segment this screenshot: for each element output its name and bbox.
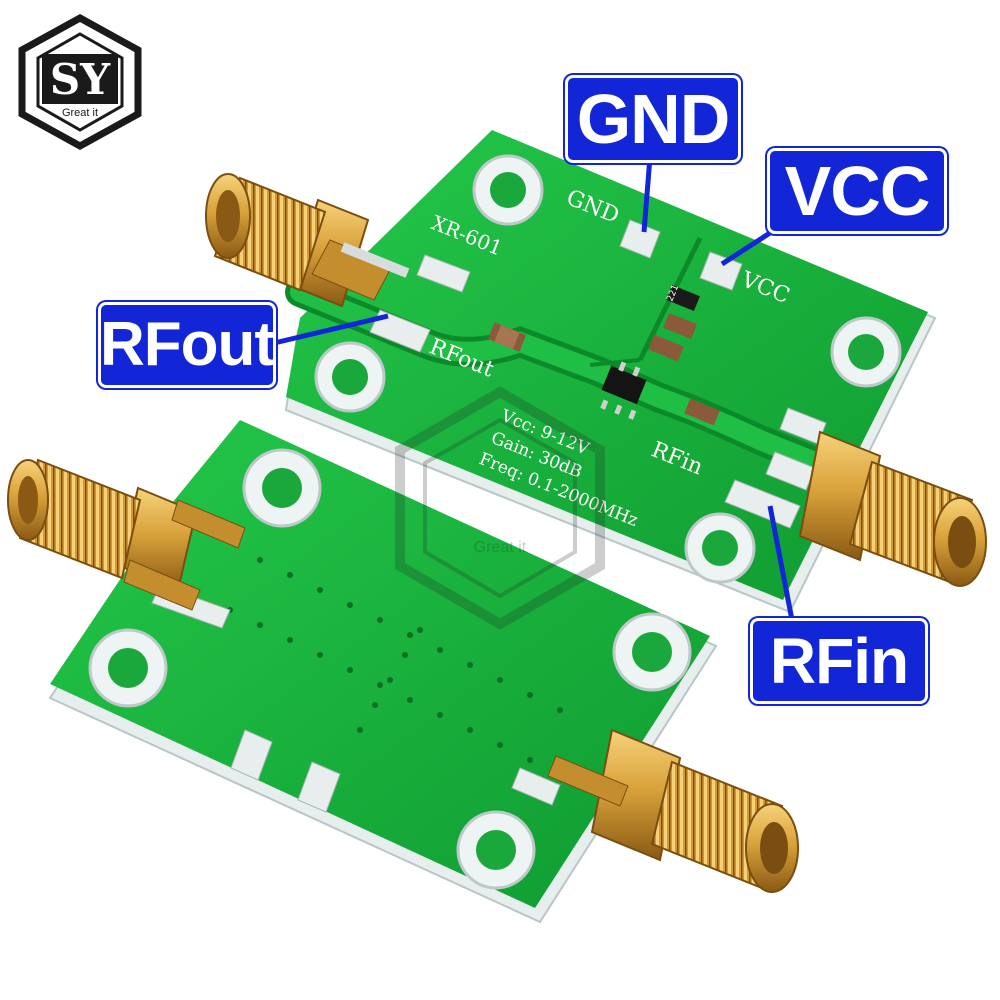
sma-connector-icon — [7, 458, 246, 611]
sma-connector-icon — [205, 173, 410, 308]
mounting-hole-icon — [242, 448, 322, 528]
mounting-hole-icon — [314, 341, 386, 413]
top-board: XR-601 GND VCC RFout RFin 221 Vcc: 9-12V… — [284, 130, 937, 614]
logo-letters: SY — [50, 55, 111, 104]
mounting-hole-icon — [88, 628, 168, 708]
sy-logo-icon: SY Great it — [18, 14, 142, 150]
watermark: Great it — [395, 386, 605, 630]
logo-tagline: Great it — [62, 107, 98, 119]
mounting-hole-icon — [472, 154, 544, 226]
callout-rfin: RFin — [750, 618, 928, 704]
callout-gnd: GND — [565, 75, 741, 163]
watermark-tagline: Great it — [474, 539, 527, 556]
mounting-hole-icon — [456, 810, 536, 890]
callout-vcc: VCC — [767, 148, 947, 234]
callout-rfout: RFout — [98, 302, 276, 388]
mounting-hole-icon — [684, 512, 756, 584]
sma-connector-icon — [547, 728, 799, 893]
sma-connector-icon — [798, 430, 987, 587]
mounting-hole-icon — [830, 316, 902, 388]
amplifier-ic — [600, 361, 647, 420]
bottom-board — [48, 420, 718, 924]
mounting-hole-icon — [612, 612, 692, 692]
